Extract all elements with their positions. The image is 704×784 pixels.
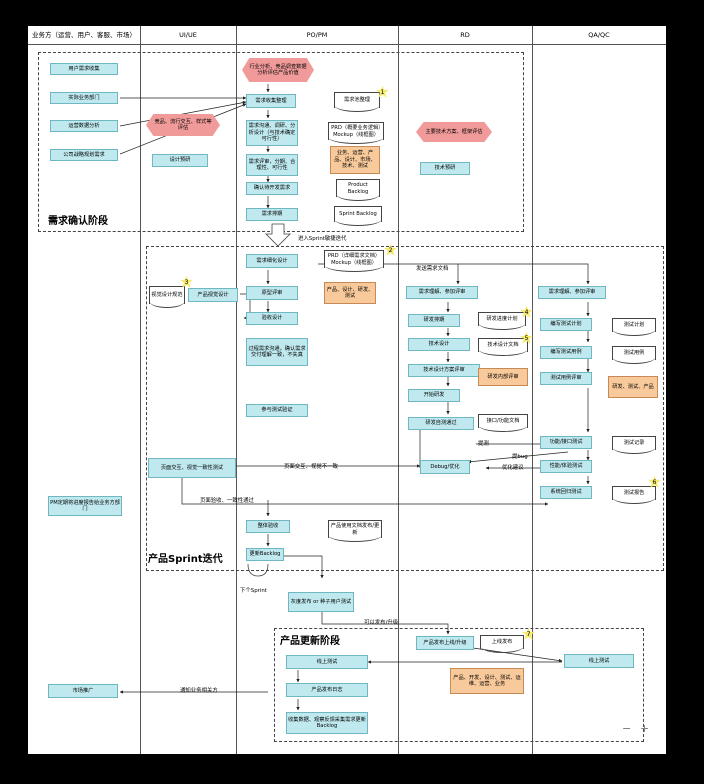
product-visual-design[interactable]: 产品视觉设计 <box>188 288 238 302</box>
api-function-doc: 接口/功能文档 <box>478 414 528 432</box>
visual-mismatch-label: 页面交互、视觉不一致 <box>284 464 338 470</box>
diagram-board: 业务方（运营、用户、客服、市场） UI/UE PO/PM RD QA/QC 需求… <box>28 26 666 754</box>
requirement-review[interactable]: 需求评审，分期、合理性、可行性 <box>246 154 298 176</box>
lane-header-business: 业务方（运营、用户、客服、市场） <box>28 26 140 45</box>
detailed-prd-doc: PRD（详细需求文档）Mockup（线框图） <box>324 250 384 272</box>
lane-divider <box>532 26 533 754</box>
test-plan-doc: 测试计划 <box>612 318 656 336</box>
product-backlog-doc: Product Backlog <box>336 179 380 201</box>
online-test-qa[interactable]: 线上测试 <box>564 654 634 668</box>
gray-release[interactable]: 灰度发布 or 种子用户测试 <box>288 592 354 612</box>
submit-test-label: 提测 <box>478 441 489 447</box>
self-test-passed[interactable]: 研发自测通过 <box>408 417 474 430</box>
dev-schedule[interactable]: 研发排期 <box>408 314 460 327</box>
badge-star: 2 <box>384 244 397 256</box>
prd-mockup-doc: PRD（概要业务逻辑）Mockup（线框图） <box>328 122 384 144</box>
business-dept[interactable]: 实际业务部门 <box>50 92 118 104</box>
sprint-backlog-doc: Sprint Backlog <box>334 206 382 226</box>
test-report-doc: 测试报告 <box>612 486 656 504</box>
rd-understand-review[interactable]: 需求理解、参加评审 <box>406 286 478 299</box>
requirement-pool-doc: 需求池整理 <box>334 92 380 112</box>
visual-pass-label: 页面验收、一致性通过 <box>200 498 254 504</box>
online-test-pm[interactable]: 线上测试 <box>286 655 368 669</box>
tech-design[interactable]: 技术设计 <box>408 338 470 351</box>
prototype-review-participants: 产品、设计、研发、测试 <box>324 282 376 304</box>
lane-divider <box>236 26 237 754</box>
write-test-cases[interactable]: 编写测试用例 <box>540 346 592 359</box>
pm-progress-report[interactable]: PM定期将进度报告给业务方部门 <box>48 496 122 516</box>
badge-star: 6 <box>648 476 661 488</box>
dev-progress-doc: 研发进度计划 <box>478 312 526 330</box>
test-review-participants: 研发、测试、产品 <box>608 376 658 398</box>
stage-frame-update <box>274 628 644 742</box>
ops-data-analysis[interactable]: 运营数据分析 <box>50 120 118 132</box>
qa-understand-review[interactable]: 需求理解、参加评审 <box>538 286 606 299</box>
overall-acceptance[interactable]: 整体验收 <box>246 520 290 533</box>
start-development[interactable]: 开始研发 <box>408 389 460 402</box>
badge-star: 3 <box>180 276 193 288</box>
badge-star: 4 <box>520 306 533 318</box>
lane-header-qa: QA/QC <box>532 26 666 45</box>
stage-title-sprint: 产品Sprint迭代 <box>148 554 223 565</box>
product-release[interactable]: 产品发布上线/升级 <box>416 636 474 650</box>
confirm-dev-requirements[interactable]: 确认待开发需求 <box>246 182 298 195</box>
lane-divider <box>398 26 399 754</box>
lane-header-popm: PO/PM <box>236 26 398 45</box>
write-test-plan[interactable]: 编写测试计划 <box>540 318 592 331</box>
release-team-doc: 产品、开发、设计、测试、运维、运营、业务 <box>450 668 524 694</box>
function-api-test[interactable]: 功能/接口测试 <box>540 436 592 449</box>
acceptance-design[interactable]: 验收设计 <box>246 312 298 325</box>
tech-design-review[interactable]: 技术设计方案评审 <box>408 364 480 377</box>
stage-title-update: 产品更新阶段 <box>280 636 340 647</box>
requirement-schedule[interactable]: 需求排期 <box>246 208 298 221</box>
visual-consistency-test[interactable]: 页面交互、视觉一致性测试 <box>148 458 236 478</box>
optimize-suggestion-label: 优化建议 <box>502 465 524 471</box>
review-participants-doc: 业务、运营、产品、设计、市场、技术、测试 <box>330 146 380 174</box>
lane-header-rd: RD <box>398 26 532 45</box>
release-log[interactable]: 产品发布日志 <box>286 683 368 697</box>
test-case-doc: 测试用例 <box>612 346 656 364</box>
report-bug-label: 提bug <box>512 454 528 460</box>
collect-feedback[interactable]: 收集数据、观察反馈采集需求更新Backlog <box>286 712 368 734</box>
test-record-doc: 测试记录 <box>612 436 656 454</box>
zoom-out-button[interactable]: − <box>622 722 632 735</box>
debug-optimize[interactable]: Debug/优化 <box>420 460 470 474</box>
requirement-analysis[interactable]: 需求沟通、调研、分析设计（与技术确定可行性） <box>246 120 298 146</box>
competitor-eval-hex: 竞品、流行交互、样式等评估 <box>146 114 220 136</box>
enter-sprint-label: 进入Sprint敏捷迭代 <box>298 236 347 242</box>
stage-title-requirements: 需求确认阶段 <box>48 216 108 227</box>
send-docs-label: 发送需求文档 <box>416 266 449 272</box>
industry-analysis-hex: 行业分析、竞品调查数据分析评估产品价值 <box>242 58 314 82</box>
regression-test[interactable]: 系统回归测试 <box>540 486 592 499</box>
strategy-planning[interactable]: 公司战略规划需求 <box>50 149 118 161</box>
lane-divider <box>140 26 141 754</box>
user-manual-doc: 产品使用文档发布/更新 <box>328 520 382 542</box>
process-communication[interactable]: 过程需求沟通，确认需求交付理解一致，不失真 <box>246 338 308 366</box>
update-backlog[interactable]: 更新Backlog <box>246 548 284 561</box>
zoom-in-button[interactable]: + <box>640 722 650 735</box>
release-ok-label: 可以发布/升级 <box>364 620 399 626</box>
badge-star: 1 <box>376 86 389 98</box>
user-needs-collection[interactable]: 用户需求收集 <box>50 63 118 75</box>
lane-header-uiue: UI/UE <box>140 26 236 45</box>
stage-frame-sprint <box>146 246 664 571</box>
join-test-verification[interactable]: 参与测试验证 <box>246 404 308 417</box>
notify-stakeholders-label: 通知业务相关方 <box>180 688 218 694</box>
performance-test[interactable]: 性能/体验测试 <box>540 460 592 473</box>
badge-star: 5 <box>520 332 533 344</box>
visual-spec-doc: 视觉设计规范 <box>149 286 185 308</box>
rd-internal-review: 研发内部评审 <box>478 368 528 386</box>
requirement-organize[interactable]: 需求收集整理 <box>246 94 296 108</box>
tech-eval-hex: 主要技术方案、框架评估 <box>416 122 492 142</box>
test-case-review[interactable]: 测试用例评审 <box>540 372 592 385</box>
prototype-review[interactable]: 原型评审 <box>246 286 298 300</box>
tech-research[interactable]: 技术预研 <box>420 162 470 175</box>
next-sprint-label: 下个Sprint <box>240 588 267 594</box>
release-doc: 上线发布 <box>480 635 524 653</box>
tech-design-doc: 技术设计文档 <box>478 338 528 356</box>
market-promotion[interactable]: 市场推广 <box>48 684 118 698</box>
requirement-detail-design[interactable]: 需求细化设计 <box>246 254 298 268</box>
badge-star: 7 <box>522 628 535 640</box>
design-research[interactable]: 设计预研 <box>152 154 208 167</box>
